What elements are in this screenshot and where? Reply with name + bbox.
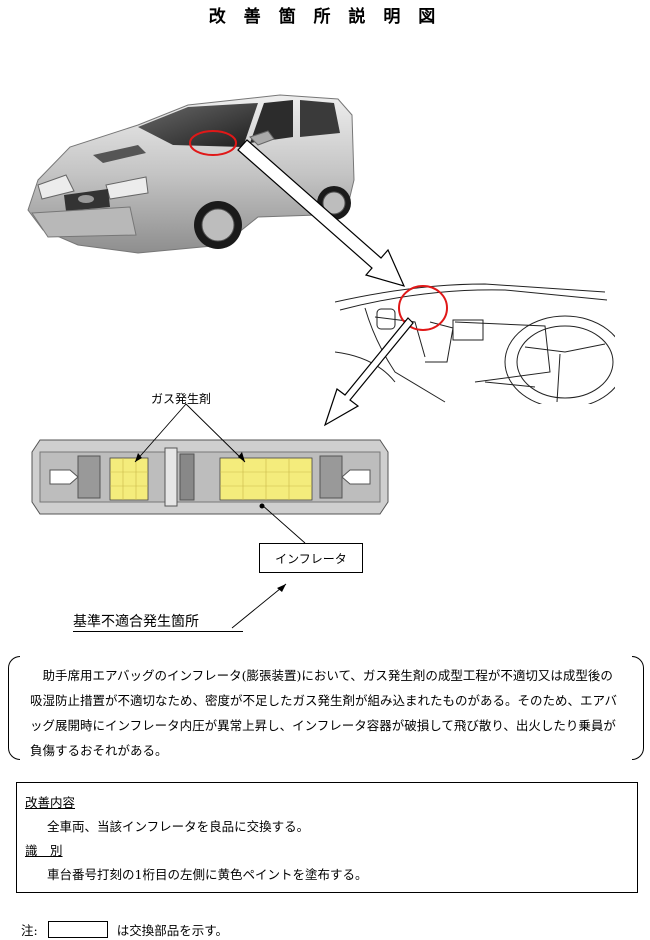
remedy-heading: 改善内容 xyxy=(25,795,76,810)
remedy-box: 改善内容 全車両、当該インフレータを良品に交換する。 識 別 車台番号打刻の1桁… xyxy=(16,782,638,893)
right-bracket xyxy=(632,656,644,760)
replacement-part-swatch xyxy=(47,921,108,938)
inflator-label: インフレータ xyxy=(259,543,363,573)
description-text: 助手席用エアバッグのインフレータ(膨張装置)において、ガス発生剤の成型工程が不適… xyxy=(30,668,618,758)
defect-description: 助手席用エアバッグのインフレータ(膨張装置)において、ガス発生剤の成型工程が不適… xyxy=(8,656,644,760)
remedy-text: 全車両、当該インフレータを良品に交換する。 xyxy=(47,819,310,834)
identification-heading: 識 別 xyxy=(25,843,63,858)
dashboard-illustration xyxy=(335,283,615,404)
nonconformance-location-label: 基準不適合発生箇所 xyxy=(73,611,243,632)
gas-generant-label: ガス発生剤 xyxy=(151,392,212,406)
footnote-prefix: 注: xyxy=(21,923,38,938)
car-illustration xyxy=(27,94,355,254)
page-title: 改 善 箇 所 説 明 図 xyxy=(208,7,442,27)
footnote: 注: は交換部品を示す。 xyxy=(21,920,228,939)
left-bracket xyxy=(8,656,20,760)
inflator-illustration xyxy=(31,439,389,515)
footnote-text: は交換部品を示す。 xyxy=(116,923,228,938)
identification-text: 車台番号打刻の1桁目の左側に黄色ペイントを塗布する。 xyxy=(47,867,368,882)
